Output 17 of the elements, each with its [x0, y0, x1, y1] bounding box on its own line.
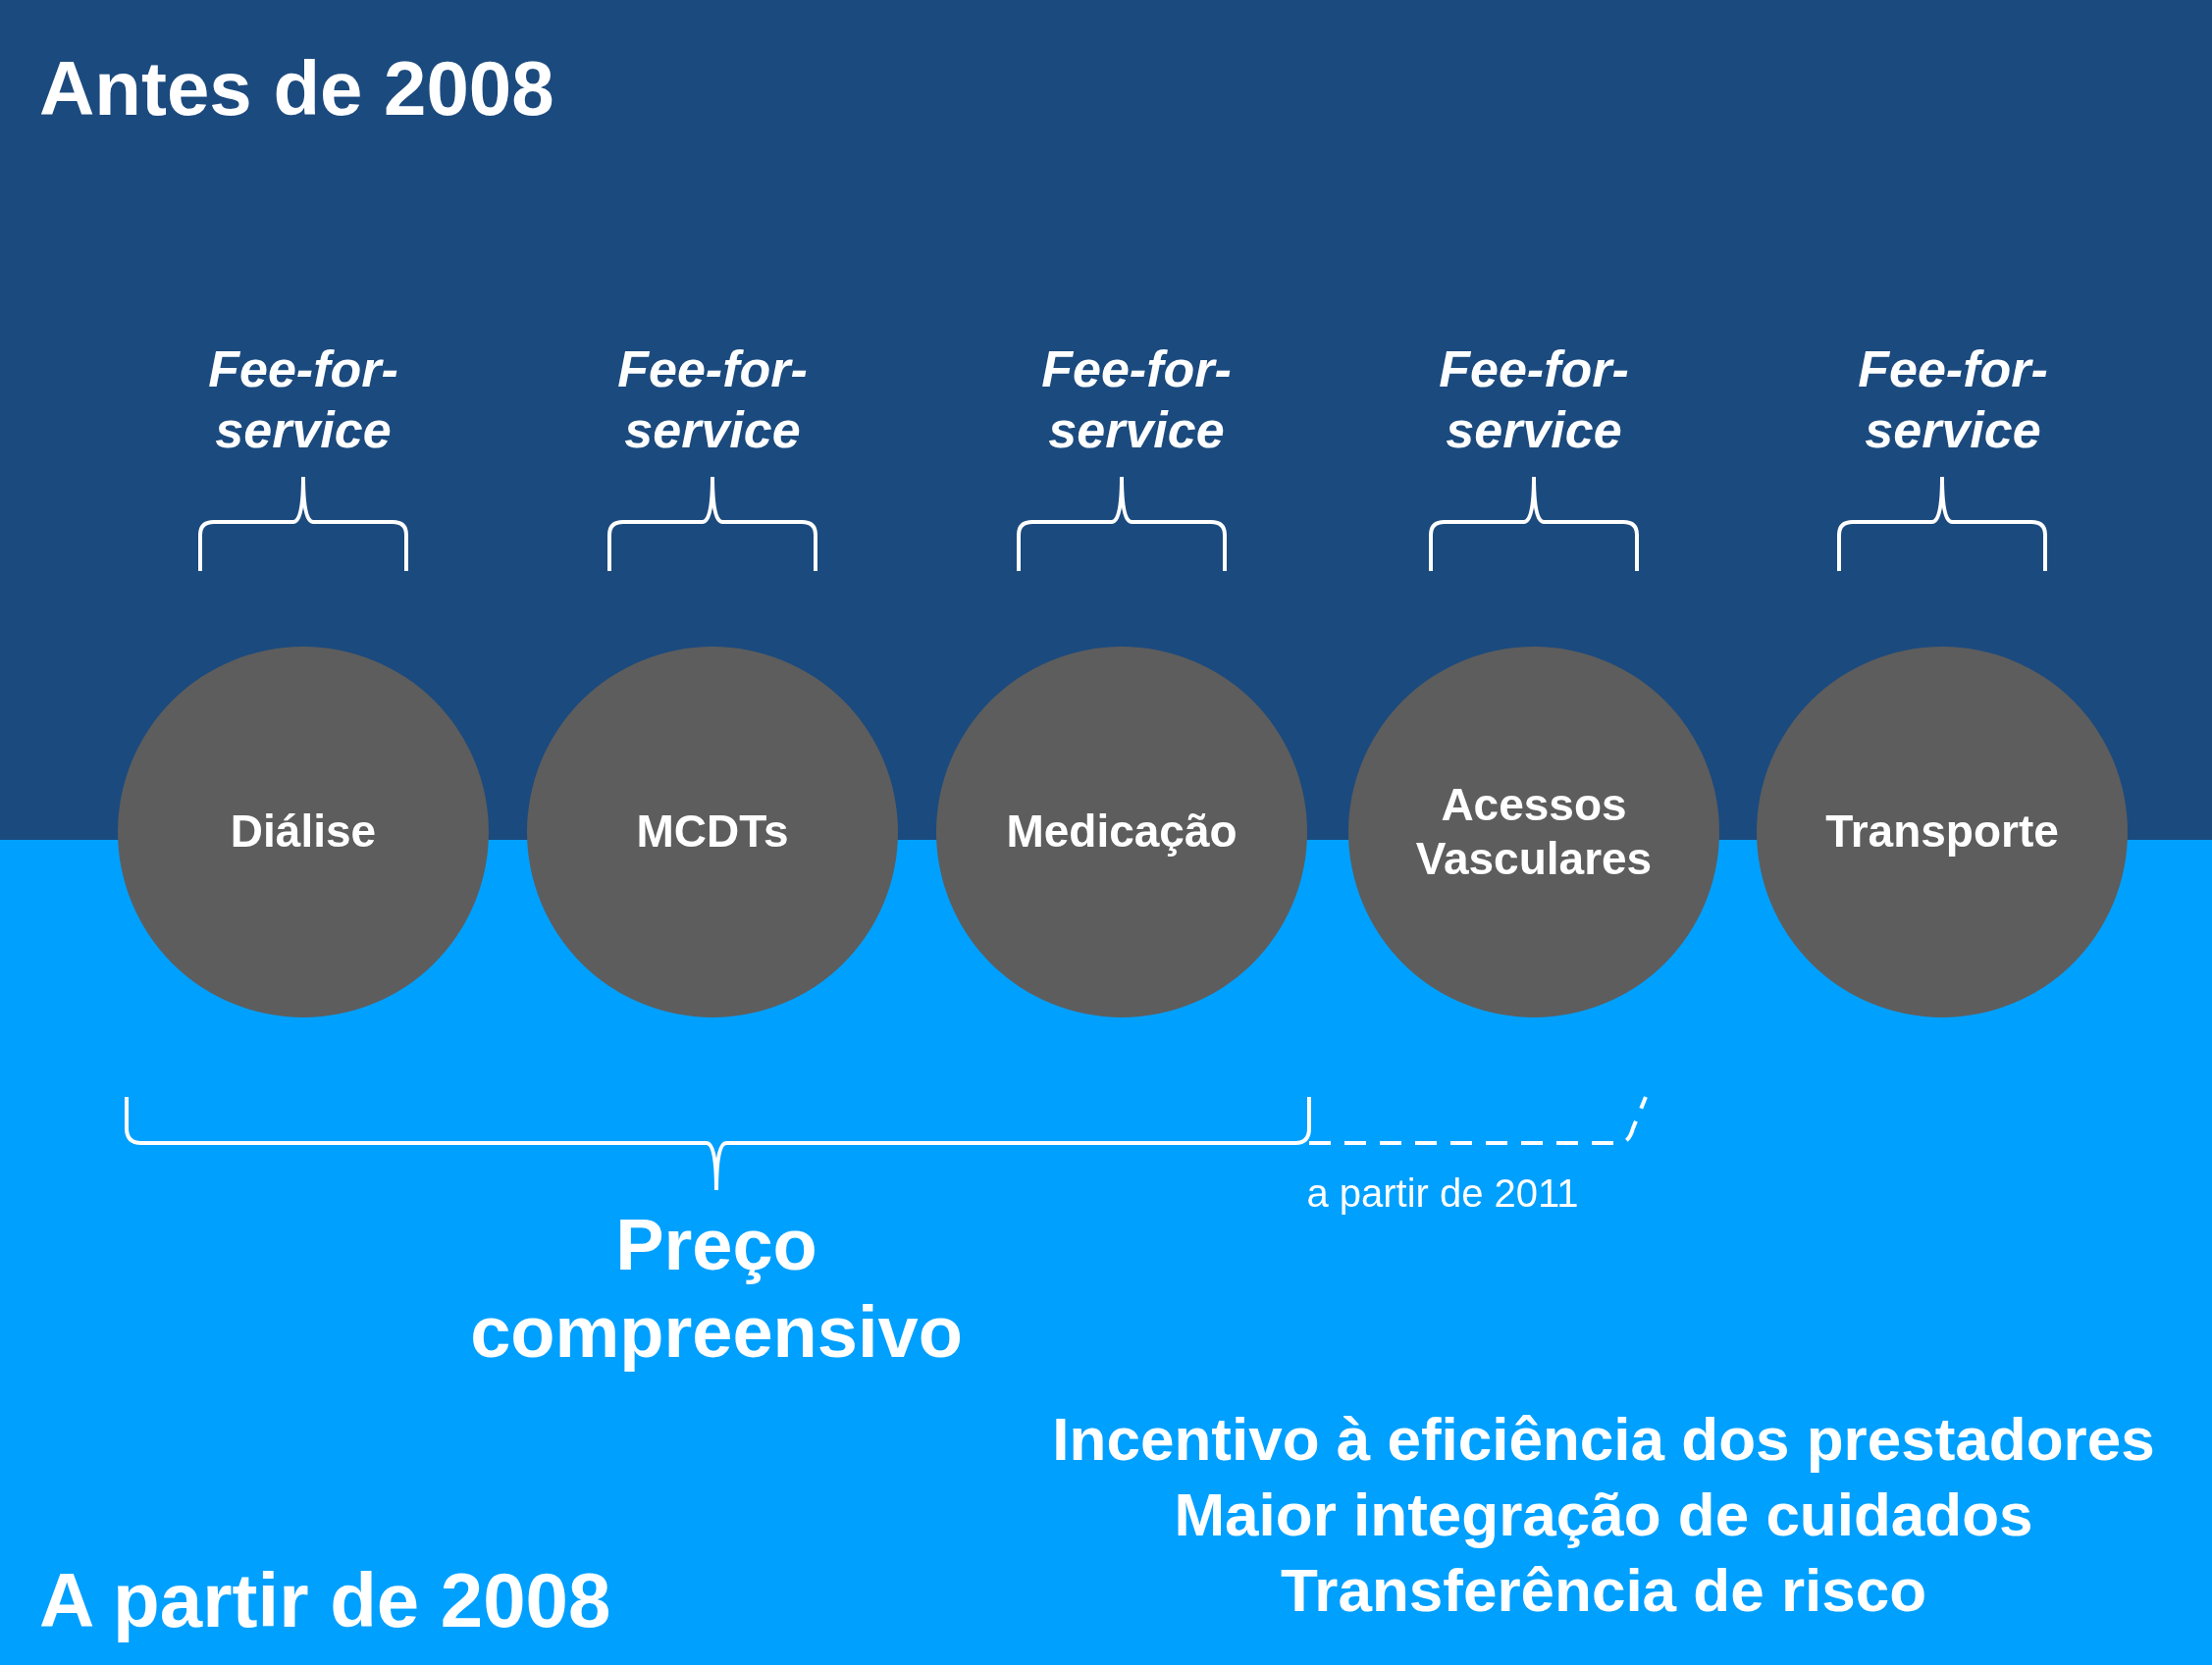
circle-label: Acessos Vasculares [1414, 777, 1654, 886]
section-title: Antes de 2008 [39, 44, 554, 133]
note-label: a partir de 2011 [1305, 1171, 1580, 1217]
section-title: A partir de 2008 [39, 1556, 611, 1645]
group-label: Preço compreensivo [469, 1203, 964, 1375]
payment-label: Fee-for-service [1857, 339, 2049, 461]
circle-label: Medicação [1006, 805, 1238, 859]
circle-label: Diálise [230, 805, 377, 859]
circle-label: Transporte [1825, 805, 2059, 859]
payment-label: Fee-for-service [1438, 339, 1630, 461]
circle-label: MCDTs [636, 805, 789, 859]
benefit-text: Maior integração de cuidados [1173, 1480, 2034, 1550]
benefit-text: Transferência de risco [1279, 1555, 1928, 1626]
payment-label: Fee-for-service [1040, 339, 1233, 461]
payment-label: Fee-for-service [207, 339, 399, 461]
payment-label: Fee-for-service [616, 339, 809, 461]
benefit-text: Incentivo à eficiência dos prestadores [1051, 1404, 2156, 1475]
